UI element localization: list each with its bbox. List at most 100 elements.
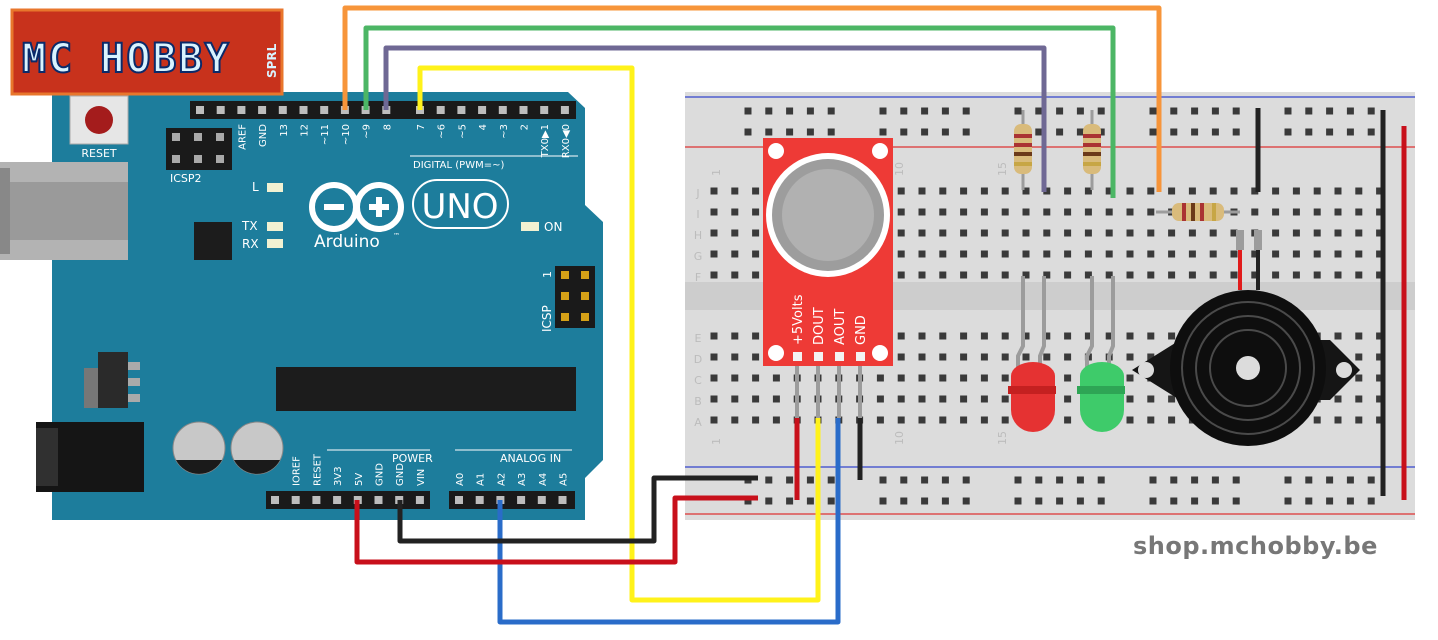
header-pin <box>299 106 308 114</box>
uno-label: UNO <box>421 187 498 227</box>
breadboard-hole <box>960 395 968 403</box>
breadboard-hole <box>1001 187 1009 195</box>
breadboard-rail-hole <box>1014 497 1022 505</box>
resistor-buzzer <box>1156 203 1240 221</box>
breadboard-rail-hole <box>806 497 814 505</box>
breadboard-rail-hole <box>1170 128 1178 136</box>
breadboard-hole <box>1355 208 1363 216</box>
breadboard-hole <box>960 250 968 258</box>
breadboard-hole <box>939 332 947 340</box>
col-number: 1 <box>710 169 723 176</box>
breadboard-hole <box>1251 187 1259 195</box>
breadboard-hole <box>1355 395 1363 403</box>
power-pin-label: GND <box>375 463 386 486</box>
breadboard-hole <box>1043 271 1051 279</box>
breadboard-rail-hole <box>1367 476 1375 484</box>
breadboard-rail-hole <box>1284 476 1292 484</box>
reset-button-cap[interactable] <box>85 106 113 134</box>
breadboard-hole <box>1001 395 1009 403</box>
breadboard-hole <box>1334 208 1342 216</box>
breadboard-hole <box>1043 250 1051 258</box>
on-led <box>521 222 539 231</box>
analog-label: ANALOG IN <box>500 452 561 465</box>
wire-yellow <box>417 65 821 603</box>
breadboard-hole <box>1001 250 1009 258</box>
breadboard-hole <box>772 416 780 424</box>
breadboard-rail-hole <box>941 476 949 484</box>
breadboard-rail-hole <box>1035 107 1043 115</box>
breadboard-hole <box>1313 187 1321 195</box>
breadboard-rail-hole <box>1149 476 1157 484</box>
header-pin <box>560 106 569 114</box>
breadboard-rail-hole <box>1076 128 1084 136</box>
breadboard-hole <box>1292 271 1300 279</box>
breadboard-hole <box>1043 208 1051 216</box>
breadboard-hole <box>939 250 947 258</box>
breadboard-hole <box>710 250 718 258</box>
breadboard-hole <box>1376 332 1384 340</box>
breadboard-hole <box>960 374 968 382</box>
breadboard-hole <box>710 187 718 195</box>
breadboard-hole <box>960 187 968 195</box>
breadboard-hole <box>1209 187 1217 195</box>
breadboard-rail-hole <box>1346 107 1354 115</box>
breadboard-hole <box>752 416 760 424</box>
breadboard-hole <box>1313 271 1321 279</box>
breadboard-hole <box>1126 353 1134 361</box>
breadboard-hole <box>1355 374 1363 382</box>
breadboard-hole <box>1084 229 1092 237</box>
breadboard-hole <box>1105 332 1113 340</box>
breadboard-hole <box>731 332 739 340</box>
breadboard-hole <box>980 187 988 195</box>
header-pin <box>415 496 424 504</box>
breadboard-hole <box>731 208 739 216</box>
breadboard-hole <box>1147 332 1155 340</box>
breadboard-hole <box>1043 353 1051 361</box>
breadboard-hole <box>1334 250 1342 258</box>
reset-label: RESET <box>81 147 117 160</box>
breadboard-hole <box>1209 271 1217 279</box>
breadboard-rail-hole <box>1284 497 1292 505</box>
breadboard-hole <box>1022 332 1030 340</box>
breadboard-hole <box>897 353 905 361</box>
breadboard-rail-hole <box>827 476 835 484</box>
power-pin-label: 5V <box>354 473 365 486</box>
breadboard-rail-hole <box>1097 107 1105 115</box>
digital-pin-label: ~5 <box>457 124 468 139</box>
breadboard-hole <box>1168 271 1176 279</box>
breadboard-hole <box>710 416 718 424</box>
col-number: 10 <box>893 431 906 445</box>
breadboard-rail-hole <box>1211 128 1219 136</box>
icsp2-label: ICSP2 <box>170 172 202 185</box>
breadboard-rail-hole <box>900 476 908 484</box>
arduino-pcb <box>52 92 603 520</box>
breadboard-hole <box>1126 374 1134 382</box>
breadboard-rail-hole <box>962 107 970 115</box>
header-pin <box>312 496 321 504</box>
breadboard-rail-hole <box>1076 107 1084 115</box>
breadboard-hole <box>1251 271 1259 279</box>
logo-suffix: SPRL <box>265 43 279 78</box>
breadboard-rail-hole <box>1056 476 1064 484</box>
breadboard-hole <box>897 187 905 195</box>
breadboard-hole <box>897 229 905 237</box>
breadboard-hole <box>980 250 988 258</box>
breadboard-rail-hole <box>1035 497 1043 505</box>
breadboard-hole <box>1313 416 1321 424</box>
breadboard-hole <box>752 395 760 403</box>
icsp-label: ICSP <box>540 305 554 332</box>
breadboard-hole <box>1376 374 1384 382</box>
wires <box>342 5 1407 625</box>
breadboard-rail-hole <box>1232 107 1240 115</box>
resistor-led-green <box>1083 110 1101 190</box>
breadboard-hole <box>1292 187 1300 195</box>
arduino-logo: Arduino ™ <box>309 182 404 252</box>
breadboard-hole <box>731 374 739 382</box>
breadboard-rail-hole <box>1191 476 1199 484</box>
breadboard-hole <box>939 229 947 237</box>
breadboard-hole <box>1064 374 1072 382</box>
breadboard-hole <box>1126 416 1134 424</box>
breadboard-hole <box>1064 250 1072 258</box>
row-letter: J <box>695 187 699 200</box>
breadboard-hole <box>1168 229 1176 237</box>
